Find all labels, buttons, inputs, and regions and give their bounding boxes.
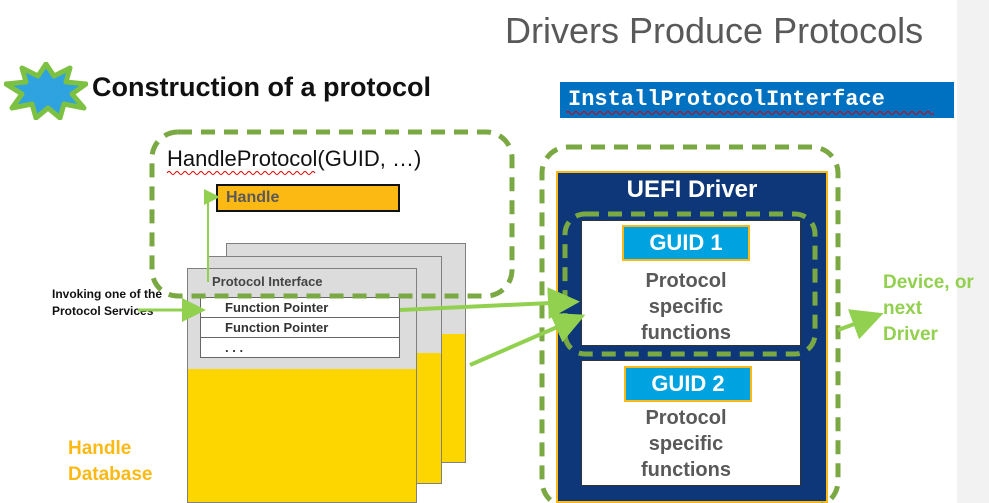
function-pointer-row: Function Pointer [201, 318, 399, 338]
protocol-interface-label: Protocol Interface [212, 274, 323, 289]
handle-protocol-call: HandleProtocol(GUID, …) [167, 146, 422, 171]
handle-box: Handle [216, 184, 400, 212]
handle-database-label: Handle Database [68, 438, 153, 485]
protocol-2-description: Protocol specific functions [641, 407, 731, 481]
function-pointer-table: Function Pointer Function Pointer . . . [200, 297, 400, 358]
spellcheck-squiggle [566, 111, 934, 115]
spellcheck-squiggle [167, 171, 316, 175]
subtitle: Construction of a protocol [92, 72, 431, 102]
uefi-driver-title: UEFI Driver [626, 176, 758, 203]
device-or-next-driver-label: Device, or next Driver [883, 272, 974, 345]
protocol-1-description: Protocol specific functions [641, 270, 731, 344]
driver-output-arrow [837, 309, 884, 340]
function-pointer-arrow [399, 287, 580, 320]
guid1-dashed-outline [562, 211, 818, 357]
handle-protocol-dashed-outline [149, 129, 515, 299]
function-pointer-row: Function Pointer [201, 298, 399, 318]
starburst-icon [4, 62, 88, 120]
driver-dashed-outline [539, 144, 841, 503]
guid-1-badge: GUID 1 [622, 225, 750, 261]
handle-link-line [204, 189, 220, 282]
function-pointer-ellipsis-row: . . . [225, 340, 244, 355]
guid-2-badge: GUID 2 [624, 366, 752, 402]
database-to-driver-arrow [469, 312, 586, 367]
right-edge-strip [957, 0, 989, 503]
invoking-label: Invoking one of the Protocol Services [52, 287, 162, 318]
slide-title: Drivers Produce Protocols [505, 10, 924, 51]
